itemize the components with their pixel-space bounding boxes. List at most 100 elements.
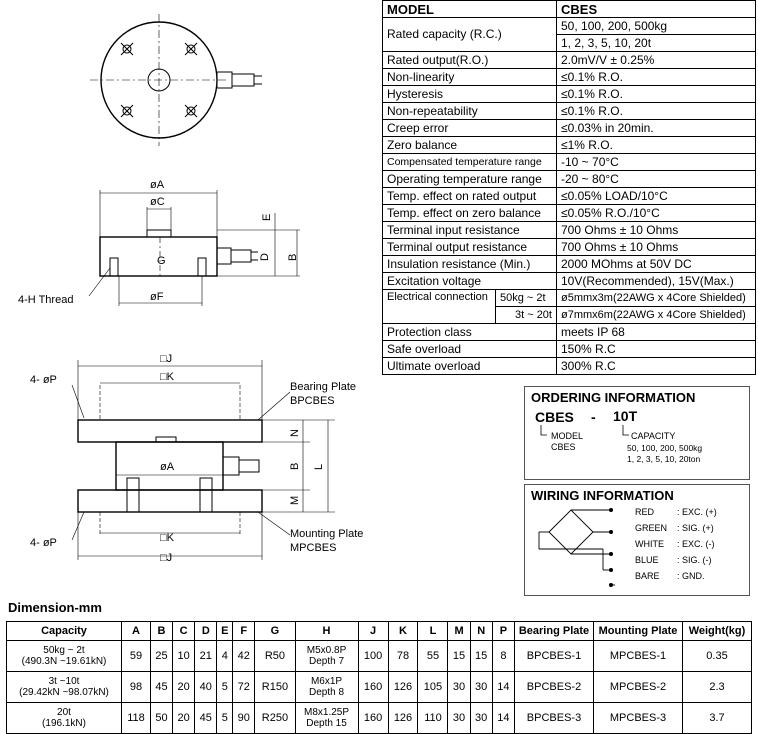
electrical-value: ø7mmx6m(22AWG x 4Core Shielded) xyxy=(556,306,756,324)
wire-row: BARE: GND. xyxy=(635,571,717,587)
col-header: D xyxy=(194,621,218,641)
thread-depth: Depth 8 xyxy=(309,687,345,698)
cell: R250 xyxy=(254,702,296,734)
ordering-info-box: ORDERING INFORMATION CBES - 10T MODEL CB… xyxy=(524,386,750,480)
capacity-sub: (29.42kN ~98.07kN) xyxy=(19,687,109,698)
cell: 59 xyxy=(121,640,151,672)
ordering-dash: - xyxy=(591,409,596,425)
dim-phiF-label: øF xyxy=(150,291,164,303)
spec-label: Terminal output resistance xyxy=(382,238,557,256)
col-header: Capacity xyxy=(6,621,122,641)
col-header: N xyxy=(469,621,493,641)
ordering-model-label: MODEL xyxy=(551,431,584,441)
spec-row: Rated capacity (R.C.) 50, 100, 200, 500k… xyxy=(382,17,756,52)
cell: MPCBES-1 xyxy=(593,640,683,672)
spec-label: Zero balance xyxy=(382,136,557,154)
cell: 42 xyxy=(232,640,256,672)
spec-label: Operating temperature range xyxy=(382,170,557,188)
dim-L-label: L xyxy=(313,464,325,470)
ordering-capacity-line2: 1, 2, 3, 5, 10, 20ton xyxy=(627,454,701,464)
mounting-plate-code: MPCBES xyxy=(290,542,336,554)
cell: 25 xyxy=(149,640,174,672)
capacity-sub: (196.1kN) xyxy=(42,718,86,729)
spec-value: -10 ~ 70°C xyxy=(556,153,756,171)
dim-phiC-label: øC xyxy=(150,196,165,208)
spec-value: meets IP 68 xyxy=(556,323,756,341)
capacity-cell: 20t(196.1kN) xyxy=(6,702,122,734)
technical-drawing: øA øC E D B G øF 4-H Thread □J □K 4- øP … xyxy=(18,14,363,564)
cell: R50 xyxy=(254,640,296,672)
cell: 14 xyxy=(491,702,516,734)
cell: 50 xyxy=(149,702,174,734)
col-header: Weight(kg) xyxy=(682,621,752,641)
cell: MPCBES-2 xyxy=(593,671,683,703)
col-header: B xyxy=(149,621,174,641)
capacity-main: 20t xyxy=(57,707,71,718)
cell: 126 xyxy=(387,702,419,734)
cell: BPCBES-2 xyxy=(514,671,594,703)
cell: 30 xyxy=(447,671,471,703)
spec-value: ≤0.05% R.O./10°C xyxy=(556,204,756,222)
cell: 126 xyxy=(387,671,419,703)
col-header: J xyxy=(357,621,389,641)
spec-label: Rated capacity (R.C.) xyxy=(382,17,557,52)
assembly-view xyxy=(71,360,335,560)
wire-signal: : EXC. (-) xyxy=(677,539,715,549)
spec-label: Non-repeatability xyxy=(382,102,557,120)
cell: 20 xyxy=(172,671,196,703)
wire-list: RED: EXC. (+) GREEN: SIG. (+) WHITE: EXC… xyxy=(635,507,717,587)
cell: 160 xyxy=(357,671,389,703)
wire-color: BARE xyxy=(635,571,660,581)
spec-header: MODEL CBES xyxy=(382,0,756,18)
spec-label: Protection class xyxy=(382,323,557,341)
spec-value: -20 ~ 80°C xyxy=(556,170,756,188)
cell: 4 xyxy=(216,640,234,672)
cell: 8 xyxy=(491,640,516,672)
cell: 110 xyxy=(417,702,449,734)
dim-G-label: G xyxy=(157,255,166,267)
spec-value: ≤0.1% R.O. xyxy=(556,85,756,103)
capacity-main: 3t ~10t xyxy=(48,676,80,687)
spec-value: 10V(Recommended), 15V(Max.) xyxy=(556,272,756,290)
dim-N-label: N xyxy=(289,429,301,437)
dim-E-label: E xyxy=(261,214,273,221)
cell: 14 xyxy=(491,671,516,703)
thread-size: M8x1.25P xyxy=(304,707,350,718)
spec-header-cbes: CBES xyxy=(556,0,756,18)
wire-signal: : SIG. (-) xyxy=(677,555,712,565)
spec-value: ≤0.1% R.O. xyxy=(556,102,756,120)
cell: 3.7 xyxy=(682,702,752,734)
spec-value: 50, 100, 200, 500kg xyxy=(556,17,756,35)
electrical-connection-label: Electrical connection xyxy=(382,289,496,324)
table-row: 20t(196.1kN) 118 50 20 45 5 90 R250 M8x1… xyxy=(6,702,752,734)
dim-J-top-label: □J xyxy=(160,353,172,365)
col-header: E xyxy=(216,621,234,641)
electrical-value: ø5mmx3m(22AWG x 4Core Shielded) xyxy=(556,289,756,307)
wire-row: WHITE: EXC. (-) xyxy=(635,539,717,555)
wire-signal: : EXC. (+) xyxy=(677,507,717,517)
thread-label: 4-H Thread xyxy=(18,294,73,306)
electrical-range: 50kg ~ 2t xyxy=(495,289,557,307)
ordering-capacity-code: 10T xyxy=(613,408,638,424)
cell: 72 xyxy=(232,671,256,703)
wiring-info-box: WIRING INFORMATION RED: EXC. (+) GREEN: … xyxy=(524,484,750,596)
spec-label: Rated output(R.O.) xyxy=(382,51,557,69)
spec-value: 2000 MOhms at 50V DC xyxy=(556,255,756,273)
cell: R150 xyxy=(254,671,296,703)
ordering-model-value: CBES xyxy=(551,442,576,452)
cell: 15 xyxy=(469,640,493,672)
cell: 5 xyxy=(216,671,234,703)
table-row: 50kg ~ 2t(490.3N ~19.61kN) 59 25 10 21 4… xyxy=(6,640,752,672)
spec-label: Temp. effect on rated output xyxy=(382,187,557,205)
wire-signal: : SIG. (+) xyxy=(677,523,714,533)
mounting-plate-label: Mounting Plate xyxy=(290,528,363,540)
dim-B-assembly-label: B xyxy=(289,463,301,470)
spec-label: Terminal input resistance xyxy=(382,221,557,239)
dim-K-bottom-label: □K xyxy=(160,532,175,544)
spec-value: ≤1% R.O. xyxy=(556,136,756,154)
ordering-connectors xyxy=(540,425,629,436)
ordering-info-title: ORDERING INFORMATION xyxy=(531,390,696,405)
col-header: P xyxy=(491,621,516,641)
wire-color: GREEN xyxy=(635,523,668,533)
